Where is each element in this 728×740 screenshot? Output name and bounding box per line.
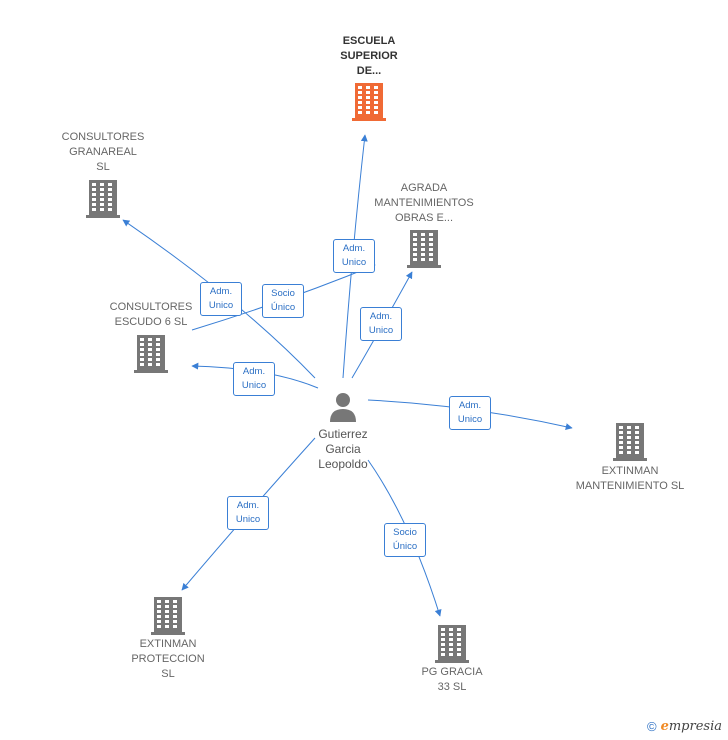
edge-label-line: Adm.	[369, 311, 393, 322]
empresia-logo[interactable]: empresia	[660, 719, 722, 734]
company-label-line: ESCUELA	[342, 35, 396, 47]
company-label-line: SUPERIOR	[340, 50, 398, 62]
person-icon[interactable]	[326, 390, 360, 424]
company-label-extinman_prot[interactable]: EXTINMAN PROTECCION SL	[93, 637, 243, 682]
edge-label-escudo6[interactable]: Adm. Unico	[233, 362, 275, 396]
edge-label-line: Adm.	[209, 286, 233, 297]
edge-label-line: Adm.	[458, 400, 482, 411]
company-label-line: SL	[161, 668, 175, 680]
edge-label-line: Unico	[457, 414, 483, 425]
person-name-line: Garcia	[325, 442, 361, 456]
footer-brand: © empresia	[647, 719, 722, 734]
company-label-extinman_mant[interactable]: EXTINMAN MANTENIMIENTO SL	[555, 464, 705, 494]
building-icon[interactable]	[151, 595, 185, 635]
edge-label-line: Único	[270, 302, 296, 313]
building-icon[interactable]	[407, 228, 441, 268]
company-label-line: EXTINMAN	[139, 638, 197, 650]
edge-label-line: Socio	[271, 288, 295, 299]
building-icon[interactable]	[86, 178, 120, 218]
company-label-line: PROTECCION	[131, 653, 205, 665]
company-label-line: DE...	[356, 65, 382, 77]
edge-label-line: Unico	[241, 380, 267, 391]
building-icon[interactable]	[352, 81, 386, 121]
building-icon[interactable]	[134, 333, 168, 373]
edge-label-line: Socio	[393, 527, 417, 538]
company-label-escudo6[interactable]: CONSULTORES ESCUDO 6 SL	[76, 300, 226, 330]
person-name-line: Leopoldo	[318, 457, 368, 471]
company-label-line: PG GRACIA	[421, 666, 483, 678]
company-label-pggracia[interactable]: PG GRACIA 33 SL	[377, 665, 527, 695]
edge-label-line: Adm.	[242, 366, 266, 377]
company-label-line: GRANAREAL	[69, 146, 137, 158]
edge-label-line: Unico	[341, 257, 367, 268]
building-icon[interactable]	[613, 421, 647, 461]
edge-label-line: Unico	[235, 514, 261, 525]
edge-label-line: Adm.	[342, 243, 366, 254]
edge-label-line: Unico	[368, 325, 394, 336]
copyright-icon: ©	[646, 719, 657, 734]
edge-label-line: Unico	[208, 300, 234, 311]
company-label-line: AGRADA	[400, 182, 448, 194]
company-label-line: MANTENIMIENTO SL	[575, 480, 685, 492]
company-label-line: SL	[96, 161, 110, 173]
company-label-line: CONSULTORES	[109, 301, 193, 313]
company-label-line: EXTINMAN	[601, 465, 659, 477]
company-label-line: ESCUDO 6 SL	[114, 316, 188, 328]
company-label-line: OBRAS E...	[394, 212, 454, 224]
edge-label-line: Único	[392, 541, 418, 552]
edge-label-line: Adm.	[236, 500, 260, 511]
company-label-escuela[interactable]: ESCUELA SUPERIOR DE...	[294, 34, 444, 79]
edge-label-escuela[interactable]: Adm. Unico	[333, 239, 375, 273]
building-icon[interactable]	[435, 623, 469, 663]
company-label-line: MANTENIMIENTOS	[374, 197, 474, 209]
company-label-agrada[interactable]: AGRADA MANTENIMIENTOS OBRAS E...	[349, 181, 499, 226]
company-label-line: 33 SL	[437, 681, 467, 693]
edge-label-extinman_mant[interactable]: Adm. Unico	[449, 396, 491, 430]
edge-label-extinman_prot[interactable]: Adm. Unico	[227, 496, 269, 530]
edge-label-agrada[interactable]: Adm. Unico	[360, 307, 402, 341]
company-label-granareal[interactable]: CONSULTORES GRANAREAL SL	[28, 130, 178, 175]
person-name-line: Gutierrez	[318, 427, 368, 441]
edge-label-granareal[interactable]: Adm. Unico	[200, 282, 242, 316]
company-label-line: CONSULTORES	[61, 131, 145, 143]
